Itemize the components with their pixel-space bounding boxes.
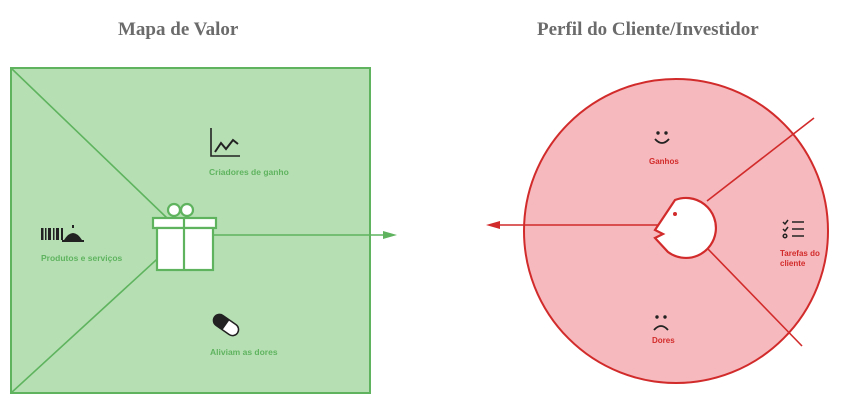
gain-creators-label: Criadores de ganho [209,167,289,177]
smile-icon [654,131,670,144]
gift-icon [151,202,218,272]
pains-label: Dores [652,336,675,345]
barcode-icon [41,228,63,240]
jobs-label-line1: Tarefas do [780,249,820,258]
divider-bottom-left [10,249,168,394]
frown-icon [653,315,669,331]
customer-profile-arrowhead [486,221,500,229]
jobs-label-line2: cliente [780,259,806,268]
value-map-arrow [213,231,397,239]
products-services-label: Produtos e serviços [41,253,123,263]
value-map: Criadores de ganho Produtos e serviços A… [10,67,371,394]
service-bell-icon [62,225,84,242]
growth-chart-icon [210,128,240,157]
divider-upper [706,117,815,202]
customer-profile-title: Perfil do Cliente/Investidor [537,19,759,40]
divider-top-left [10,67,168,219]
divider-lower [706,247,803,347]
gains-label: Ganhos [649,157,679,166]
checklist-icon [782,219,804,239]
customer-face-icon [653,196,718,260]
pain-relievers-label: Aliviam as dores [210,347,278,357]
value-map-title: Mapa de Valor [118,19,239,40]
customer-profile: Ganhos Tarefas do cliente Dores [486,78,829,384]
pill-icon [212,313,240,337]
